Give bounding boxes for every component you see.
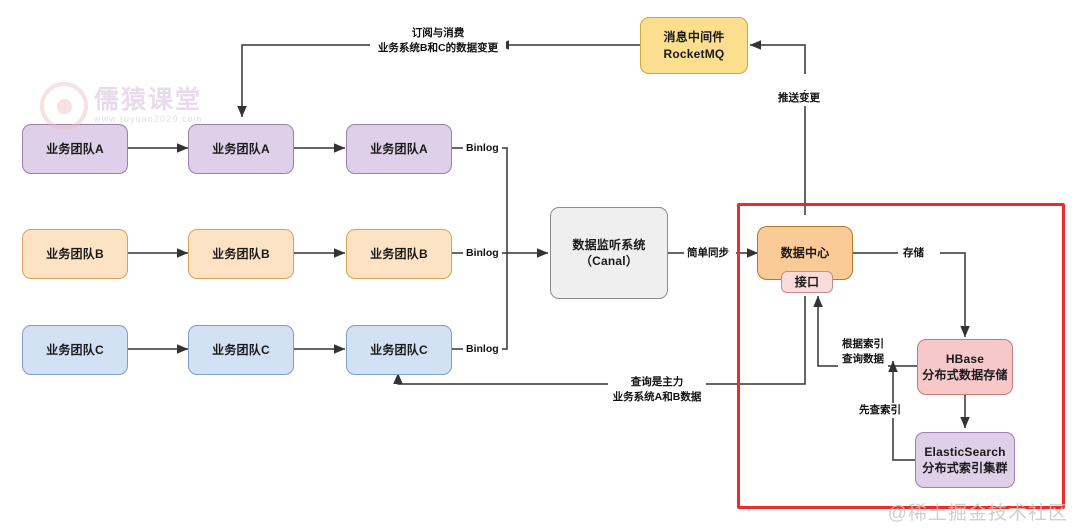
- node-team-a-3[interactable]: 业务团队A: [346, 124, 452, 174]
- edge-label-store: 存储: [900, 246, 927, 262]
- node-team-c-1[interactable]: 业务团队C: [22, 325, 128, 375]
- edge-label-query-main: 查询是主力 业务系统A和B数据: [608, 375, 706, 406]
- node-team-b-2[interactable]: 业务团队B: [188, 229, 294, 279]
- node-label: 业务团队A: [212, 141, 270, 156]
- node-interface[interactable]: 接口: [781, 271, 833, 293]
- node-team-b-3[interactable]: 业务团队B: [346, 229, 452, 279]
- node-label: 业务团队C: [212, 342, 270, 357]
- edge-label-subscribe-line2: 业务系统B和C的数据变更: [377, 42, 499, 55]
- node-team-a-2[interactable]: 业务团队A: [188, 124, 294, 174]
- node-label: 业务团队B: [370, 246, 428, 261]
- edge-es-to-hbase: [888, 360, 917, 461]
- edge-label-query-by-index-line2: 查询数据: [842, 353, 884, 366]
- edge-label-simple-sync: 简单同步: [684, 246, 732, 262]
- node-label: 业务团队A: [370, 141, 428, 156]
- node-team-c-2[interactable]: 业务团队C: [188, 325, 294, 375]
- rocketmq-label-line2: RocketMQ: [663, 46, 725, 61]
- node-team-a-1[interactable]: 业务团队A: [22, 124, 128, 174]
- node-canal[interactable]: 数据监听系统 （Canal）: [550, 207, 668, 299]
- edge-label-binlog-c: Binlog: [463, 342, 502, 358]
- node-team-b-1[interactable]: 业务团队B: [22, 229, 128, 279]
- node-label: 业务团队B: [212, 246, 270, 261]
- canal-label-line2: （Canal）: [579, 254, 639, 268]
- edge-dc-to-hbase: [940, 252, 970, 338]
- edge-label-query-by-index-line1: 根据索引: [842, 338, 884, 350]
- node-rocketmq[interactable]: 消息中间件 RocketMQ: [640, 17, 748, 74]
- edge-iface-down: [700, 296, 806, 385]
- edge-binlog-a: [500, 147, 508, 253]
- edge-binlog-c: [500, 253, 508, 350]
- edge-label-query-by-index: 根据索引 查询数据: [838, 337, 888, 368]
- edge-label-binlog-a: Binlog: [463, 141, 502, 157]
- node-team-c-3[interactable]: 业务团队C: [346, 325, 452, 375]
- edge-label-subscribe: 订阅与消费 业务系统B和C的数据变更: [370, 26, 506, 57]
- hbase-label-line2: 分布式数据存储: [922, 368, 1008, 382]
- edge-label-query-main-line1: 查询是主力: [630, 376, 684, 388]
- rocketmq-label-line1: 消息中间件: [663, 30, 725, 45]
- es-label-line1: ElasticSearch: [924, 444, 1006, 459]
- es-label-line2: 分布式索引集群: [922, 461, 1008, 475]
- hbase-label-line1: HBase: [945, 351, 985, 366]
- edge-mq-down-to-a2: [237, 44, 372, 118]
- edge-iface-to-c3: [393, 372, 608, 385]
- node-label: 业务团队A: [46, 141, 104, 156]
- node-label: 业务团队C: [46, 342, 104, 357]
- interface-label: 接口: [794, 274, 820, 289]
- edge-label-query-main-line2: 业务系统A和B数据: [612, 391, 702, 404]
- node-label: 业务团队C: [370, 342, 428, 357]
- node-label: 业务团队B: [46, 246, 104, 261]
- edge-label-binlog-b: Binlog: [463, 246, 502, 262]
- node-hbase[interactable]: HBase 分布式数据存储: [917, 339, 1013, 395]
- canal-label-line1: 数据监听系统: [572, 237, 646, 252]
- edge-label-push-change: 推送变更: [775, 91, 823, 107]
- edge-label-subscribe-line1: 订阅与消费: [411, 27, 465, 39]
- data-center-label: 数据中心: [780, 245, 830, 260]
- edge-dc-to-mq: [749, 40, 806, 74]
- edge-hbase-to-iface: [813, 295, 838, 367]
- data-center-boundary: [737, 203, 1065, 509]
- node-elasticsearch[interactable]: ElasticSearch 分布式索引集群: [915, 432, 1015, 488]
- edge-label-check-index-first: 先查索引: [856, 403, 904, 419]
